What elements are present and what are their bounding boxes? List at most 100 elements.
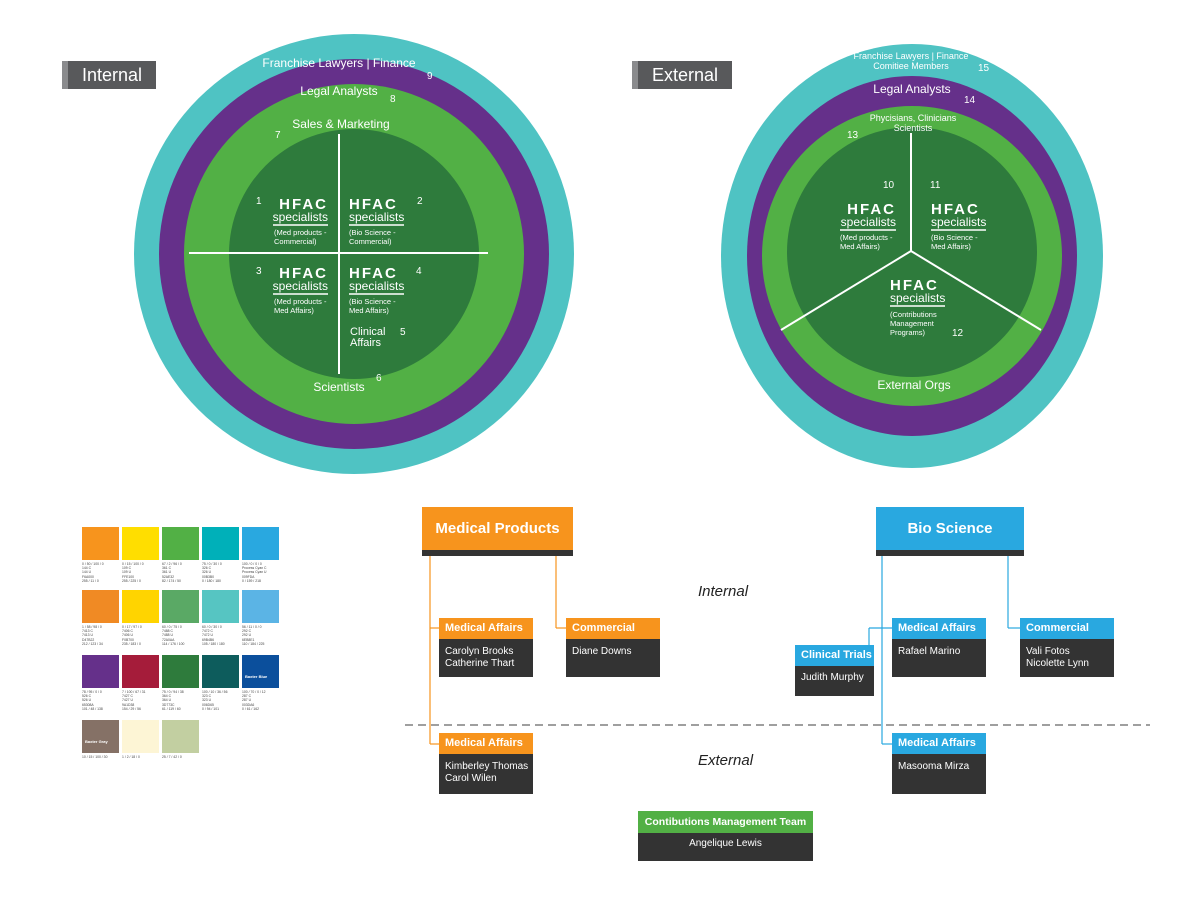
- internal-circle-diagram: Franchise Lawyers | Finance 9 Legal Anal…: [134, 34, 574, 474]
- hfac-title: HFAC: [279, 265, 328, 282]
- internal-outer-num: 9: [427, 71, 433, 82]
- mp-commercial-box: Commercial Diane Downs: [566, 618, 660, 677]
- clinical-affairs-num: 5: [400, 327, 406, 338]
- specialists-label: specialists: [349, 210, 404, 224]
- swatch-chip: [82, 590, 119, 623]
- clinical-affairs-line-1: Clinical: [350, 326, 385, 338]
- swatch-chip: [82, 655, 119, 688]
- specialists-label: specialists: [931, 215, 986, 229]
- swatch-code: 67 / 2 / 96 / 0 361 C 361 U 52AE32 82 / …: [162, 562, 182, 583]
- specialists-label: specialists: [273, 210, 328, 224]
- swatch-code: 1 / 58 / 98 / 0 7413 C 7413 U D47B22 212…: [82, 625, 103, 646]
- swatch: 0 / 17 / 97 / 0 7406 C 7406 U F0B700 235…: [122, 590, 159, 646]
- external-outer-num: 15: [978, 63, 990, 74]
- person-name: Diane Downs: [572, 646, 632, 657]
- swatch: 7 / 100 / 67 / 31 7427 C 7427 U 9A1D38 1…: [122, 655, 159, 711]
- hfac-title: HFAC: [279, 196, 328, 213]
- swatch-code: 75 / 0 / 30 / 0 326 C 326 U 00B3B0 0 / 1…: [202, 562, 222, 583]
- swatch-chip: [162, 720, 199, 753]
- bs-clinical-trials-box: Clinical Trials Judith Murphy: [795, 645, 874, 696]
- swatch-chip: [122, 527, 159, 560]
- swatch: 0 / 15 / 100 / 0 109 C 109 U FFE100 255 …: [122, 527, 159, 583]
- swatch-code: 7 / 100 / 67 / 31 7427 C 7427 U 9A1D38 1…: [122, 690, 146, 711]
- swatch: 100 / 0 / 0 / 0 Process Cyan C Process C…: [242, 527, 279, 583]
- sector-desc-1: (Bio Science -: [931, 233, 978, 242]
- clinical-affairs-line-2: Affairs: [350, 337, 381, 349]
- bio-science-header: Bio Science: [876, 507, 1024, 556]
- mp-medical-affairs-box: Medical Affairs Carolyn Brooks Catherine…: [439, 618, 533, 677]
- person-name: Catherine Thart: [445, 658, 515, 669]
- box-title: Commercial: [566, 618, 660, 639]
- swatch-chip: [242, 527, 279, 560]
- swatch-chip: [202, 590, 239, 623]
- box-title: Contibutions Management Team: [638, 811, 813, 833]
- external-sector-11: 11 HFAC specialists (Bio Science - Med A…: [930, 180, 986, 251]
- external-circle-diagram: Franchise Lawyers | Finance Comitiee Mem…: [721, 44, 1103, 468]
- swatch-chip: [162, 655, 199, 688]
- internal-quadrant-2: 2 HFAC specialists (Bio Science - Commer…: [349, 196, 423, 246]
- swatch-code: 60 / 0 / 75 / 0 7488 C 7488 U 72A0AA 114…: [162, 625, 185, 646]
- swatch: 78 / 95 / 0 / 0 526 C 526 U 65308A 101 /…: [82, 655, 119, 711]
- external-outer-label-1: Franchise Lawyers | Finance: [854, 51, 969, 61]
- quadrant-number: 3: [256, 266, 262, 277]
- swatch-name: Baxter Gray: [85, 739, 108, 744]
- swatch-code: 60 / 0 / 30 / 0 7472 C 7472 U 69B4B6 105…: [202, 625, 225, 646]
- specialists-label: specialists: [890, 291, 945, 305]
- hfac-title: HFAC: [847, 201, 896, 218]
- person-name: Carolyn Brooks: [445, 646, 514, 657]
- swatch: 0 / 50 / 100 / 0 144 C 144 U F6A000 255 …: [82, 527, 119, 583]
- quadrant-desc-2: Med Affairs): [274, 306, 314, 315]
- box-title: Medical Affairs: [439, 733, 533, 754]
- sector-desc-2: Med Affairs): [840, 242, 880, 251]
- hfac-title: HFAC: [349, 265, 398, 282]
- specialists-label: specialists: [349, 279, 404, 293]
- hfac-title: HFAC: [890, 277, 939, 294]
- swatch-code: 0 / 15 / 100 / 0 109 C 109 U FFE100 255 …: [122, 562, 144, 583]
- cm-team-box: Contibutions Management Team Angelique L…: [638, 811, 813, 861]
- quadrant-number: 2: [417, 196, 423, 207]
- quadrant-desc-1: (Med products -: [274, 228, 327, 237]
- swatch: 60 / 0 / 75 / 0 7488 C 7488 U 72A0AA 114…: [162, 590, 199, 646]
- person-name: Nicolette Lynn: [1026, 658, 1089, 669]
- internal-bottom-label: Scientists: [313, 380, 364, 394]
- swatch-name: Baxter Blue: [245, 674, 268, 679]
- sector-number: 10: [883, 180, 895, 191]
- internal-quadrant-1: 1 HFAC specialists (Med products - Comme…: [256, 196, 328, 246]
- external-inner-label-2: Scientists: [894, 123, 933, 133]
- external-divider-right: [910, 250, 1042, 331]
- swatch: 25 / 7 / 42 / 0: [162, 720, 199, 759]
- swatch-chip: [122, 590, 159, 623]
- swatch-code: 100 / 70 / 0 / 12 287 C 287 U 003DA6 0 /…: [242, 690, 266, 711]
- bs-commercial-box: Commercial Vali Fotos Nicolette Lynn: [1020, 618, 1114, 677]
- external-inner-num: 13: [847, 130, 859, 141]
- person-name: Masooma Mirza: [898, 761, 970, 772]
- sector-desc-1: (Med products -: [840, 233, 893, 242]
- quadrant-desc-1: (Med products -: [274, 297, 327, 306]
- mp-external-medical-affairs-box: Medical Affairs Kimberley Thomas Carol W…: [439, 733, 533, 794]
- swatch-code: 10 / 15 / 100 / 30: [82, 755, 108, 759]
- swatch: 1 / 58 / 98 / 0 7413 C 7413 U D47B22 212…: [82, 590, 119, 646]
- color-palette: 0 / 50 / 100 / 0 144 C 144 U F6A000 255 …: [0, 0, 300, 900]
- quadrant-desc-1: (Bio Science -: [349, 297, 396, 306]
- quadrant-desc-2: Commercial): [349, 237, 392, 246]
- internal-quadrant-4: 4 HFAC specialists (Bio Science - Med Af…: [349, 265, 422, 349]
- person-name: Vali Fotos: [1026, 646, 1070, 657]
- sector-desc-2: Management: [890, 319, 935, 328]
- swatch-chip: [242, 590, 279, 623]
- internal-mid-num: 8: [390, 94, 396, 105]
- sector-number: 11: [930, 180, 941, 191]
- internal-inner-label: Sales & Marketing: [292, 117, 389, 131]
- box-title: Medical Affairs: [439, 618, 533, 639]
- swatch-code: 0 / 50 / 100 / 0 144 C 144 U F6A000 255 …: [82, 562, 104, 583]
- bs-external-medical-affairs-box: Medical Affairs Masooma Mirza: [892, 733, 986, 794]
- external-inner-label-1: Phycisians, Clinicians: [870, 113, 957, 123]
- swatch-chip: Baxter Blue: [242, 655, 279, 688]
- sector-desc-3: Programs): [890, 328, 926, 337]
- swatch-chip: [202, 527, 239, 560]
- swatch-chip: [202, 655, 239, 688]
- internal-bottom-num: 6: [376, 373, 382, 384]
- internal-tag: Internal: [62, 61, 157, 89]
- swatch: 60 / 0 / 30 / 0 7472 C 7472 U 69B4B6 105…: [202, 590, 239, 646]
- person-name: Angelique Lewis: [689, 838, 762, 849]
- swatch-code: 100 / 0 / 0 / 0 Process Cyan C Process C…: [242, 562, 267, 583]
